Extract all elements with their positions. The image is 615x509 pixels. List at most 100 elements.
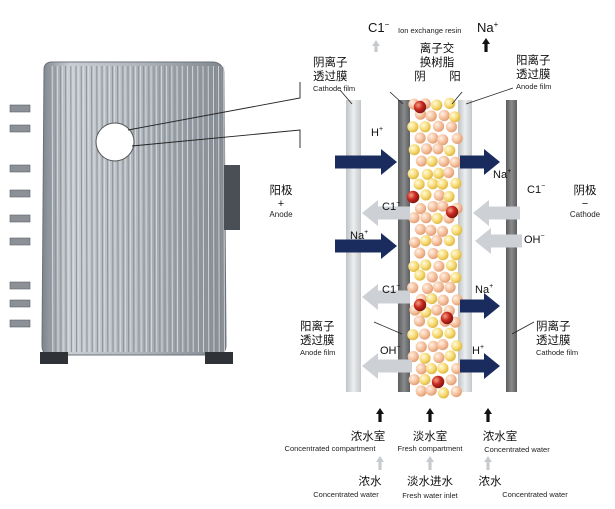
cation-resin-bead <box>437 362 449 374</box>
label-anode-en: Anode <box>269 210 293 219</box>
module-fin <box>75 65 78 353</box>
label-cl-left1: C1− <box>382 200 400 213</box>
anion-resin-bead <box>409 236 421 248</box>
cation-resin-bead <box>444 350 456 362</box>
module-fin-highlight <box>160 65 163 353</box>
anion-resin-bead <box>407 282 419 294</box>
label-cl-right1: C1− <box>527 183 545 196</box>
cation-resin-bead <box>449 111 461 123</box>
cation-resin-bead <box>443 235 455 247</box>
module-fin <box>111 65 114 353</box>
module-fin-highlight <box>77 65 80 353</box>
anion-resin-bead <box>408 374 420 386</box>
label-tl-zh2: 透过膜 <box>313 70 348 83</box>
cation-resin-bead <box>420 189 432 201</box>
arrow-conc-left-up <box>376 408 384 422</box>
anion-resin-bead <box>445 121 458 133</box>
cation-resin-bead <box>425 363 438 375</box>
anion-resin-bead <box>450 386 462 398</box>
label-tl-en: Cathode film <box>313 84 355 93</box>
cation-resin-bead <box>407 121 419 133</box>
label-fresh-en: Fresh compartment <box>397 444 463 453</box>
label-br-zh2: 透过膜 <box>536 334 571 347</box>
anion-resin-bead <box>437 200 449 212</box>
label-conc-left-en: Concentrated compartment <box>285 444 377 453</box>
cation-resin-bead <box>443 191 455 203</box>
anion-resin-bead <box>451 132 463 144</box>
label-resin-zh2: 换树脂 <box>420 55 455 69</box>
anion-resin-bead <box>432 143 444 155</box>
module-fin <box>205 65 208 353</box>
anion-resin-bead <box>413 315 426 327</box>
resin-bead-bed <box>406 97 463 399</box>
module-fin-highlight <box>67 65 69 353</box>
module-fin-highlight <box>119 65 121 353</box>
arrow-cl-from-right <box>473 200 520 226</box>
label-conc-right-zh: 浓水室 <box>483 429 518 443</box>
anion-resin-bead <box>425 384 437 396</box>
anion-resin-bead <box>432 281 445 293</box>
module-fin-highlight <box>155 65 158 353</box>
arrow-cl-to-left <box>362 200 410 226</box>
module-fin <box>59 65 62 353</box>
anion-resin-bead <box>431 235 443 247</box>
module-fin-highlight <box>108 65 111 353</box>
anion-resin-bead <box>445 374 457 386</box>
anion-resin-bead <box>420 143 433 155</box>
module-fin <box>153 65 156 353</box>
anion-resin-bead <box>449 156 461 168</box>
cation-resin-bead <box>437 387 450 399</box>
module-fin <box>210 65 213 353</box>
module-fin <box>143 65 145 353</box>
anion-resin-bead <box>443 166 455 179</box>
label-cathode-zh: 阴极 <box>574 183 597 197</box>
module-side-fittings <box>9 104 31 328</box>
cation-resin-bead <box>431 327 444 339</box>
label-bl-zh2: 透过膜 <box>300 334 335 347</box>
anion-resin-bead <box>414 203 427 215</box>
anion-resin-bead <box>425 224 437 236</box>
module-fin <box>91 65 93 353</box>
cation-resin-bead <box>451 340 463 352</box>
label-h-right: H+ <box>472 344 484 357</box>
anion-resin-bead <box>437 134 449 146</box>
cation-resin-bead <box>420 235 432 247</box>
cation-resin-bead <box>407 329 419 341</box>
label-anode-sign: + <box>278 198 284 210</box>
module-fin <box>174 65 176 353</box>
arrow-conc-water-left-up <box>376 456 384 470</box>
cation-resin-bead <box>431 212 443 224</box>
anion-resin-bead <box>436 225 449 237</box>
electrode-left <box>398 100 410 392</box>
module-fin <box>169 65 171 353</box>
module-fin <box>137 65 140 353</box>
label-resin-en: Ion exchange resin <box>398 26 461 35</box>
module-fin <box>158 65 161 353</box>
label-cl-left2: C1− <box>382 283 400 296</box>
anion-resin-bead <box>433 189 445 201</box>
anion-resin-bead <box>433 260 445 272</box>
cation-resin-bead <box>450 249 462 261</box>
anion-resin-bead <box>439 271 451 283</box>
module-fin-highlight <box>218 65 220 353</box>
module-fin-highlight <box>145 65 147 353</box>
anion-resin-bead <box>432 120 445 132</box>
module-fin <box>70 65 72 353</box>
label-oh-left: OH− <box>380 344 401 357</box>
membrane-center-right <box>458 100 472 392</box>
arrow-na-to-right <box>460 149 500 175</box>
module-fin <box>65 65 67 353</box>
anion-resin-bead <box>438 155 450 167</box>
module-fin-highlight <box>166 65 168 353</box>
anion-resin-bead <box>414 132 426 144</box>
resin-bead-active <box>413 298 427 312</box>
anion-resin-bead <box>425 110 437 122</box>
cation-resin-bead <box>408 260 420 272</box>
arrow-cl-to-left-lower <box>362 284 410 310</box>
anion-resin-bead <box>407 351 419 363</box>
cation-resin-bead <box>444 97 456 109</box>
module-fin <box>189 65 192 353</box>
label-conc-water-right-en: Concentrated water <box>502 490 568 499</box>
cation-resin-bead <box>426 293 438 305</box>
module-fins <box>49 65 225 353</box>
